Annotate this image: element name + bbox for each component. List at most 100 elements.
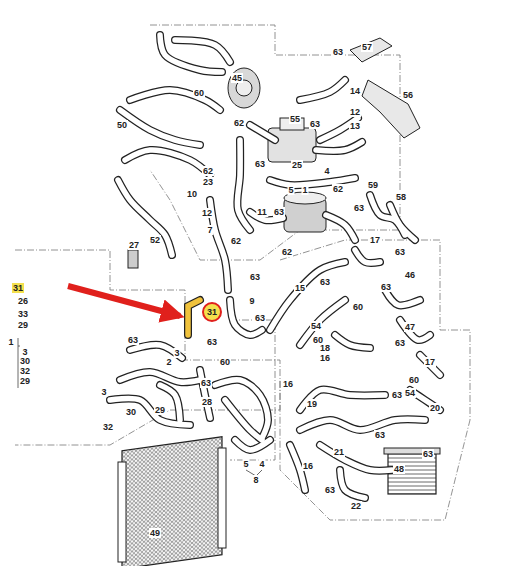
callout-number: 63 [273, 207, 285, 217]
hose-fill [390, 205, 415, 240]
callout-number: 15 [294, 283, 306, 293]
callout-number: 13 [349, 121, 361, 131]
callout-number: 62 [281, 247, 293, 257]
hose-outline [270, 262, 345, 330]
callout-number: 32 [102, 422, 114, 432]
hose-outline [120, 372, 200, 382]
callout-number: 31 [12, 283, 24, 293]
callout-number: 1 [301, 185, 308, 195]
callout-number: 26 [17, 296, 29, 306]
hose-fill [326, 215, 355, 240]
callout-number: 9 [248, 296, 255, 306]
callout-number: 16 [282, 379, 294, 389]
callout-number: 55 [289, 114, 301, 124]
callout-number: 62 [332, 184, 344, 194]
hose-outline [300, 80, 345, 100]
callout-number: 63 [319, 277, 331, 287]
callout-number: 5 [242, 459, 249, 469]
hose-outline [355, 250, 380, 263]
callout-number: 63 [394, 338, 406, 348]
hose-fill [120, 372, 200, 382]
hose-fill [300, 389, 385, 410]
callout-number: 57 [361, 42, 373, 52]
hose-outline [335, 335, 370, 348]
hose-fill [300, 419, 425, 430]
callout-number: 10 [186, 189, 198, 199]
pointer-arrow [68, 286, 180, 316]
callout-number: 47 [404, 322, 416, 332]
callout-number: 4 [323, 166, 330, 176]
callout-number: 63 [324, 485, 336, 495]
callout-number: 3 [100, 387, 107, 397]
hose-outline [320, 445, 392, 471]
callout-number: 63 [254, 159, 266, 169]
callout-number: 16 [302, 461, 314, 471]
callout-number: 63 [200, 378, 212, 388]
parts [118, 38, 440, 566]
callout-number: 56 [402, 90, 414, 100]
callout-number: 45 [231, 73, 243, 83]
callout-number: 63 [249, 272, 261, 282]
callout-number: 63 [309, 119, 321, 129]
callout-number: 4 [258, 459, 265, 469]
hose-fill [320, 445, 392, 471]
callout-number: 30 [125, 407, 137, 417]
highlighted-pipe [188, 300, 200, 335]
callout-number: 11 [256, 207, 268, 217]
callout-number: 63 [332, 47, 344, 57]
hose-outline [300, 389, 385, 410]
callout-number: 63 [374, 430, 386, 440]
callout-number: 63 [353, 203, 365, 213]
callout-number: 60 [193, 88, 205, 98]
callout-number: 54 [404, 388, 416, 398]
callout-number: 29 [17, 320, 29, 330]
callout-number: 7 [206, 225, 213, 235]
callout-number: 63 [391, 390, 403, 400]
hose-outline [118, 180, 172, 255]
hose-fill [250, 125, 275, 140]
callout-number: 63 [127, 335, 139, 345]
hose-fill [130, 345, 182, 358]
hose-fill [237, 140, 250, 230]
hose-fill [118, 180, 172, 255]
callout-number: 46 [404, 270, 416, 280]
hose-fill [125, 150, 210, 175]
callout-number: 20 [429, 403, 441, 413]
callout-number: 58 [395, 192, 407, 202]
hose-fill [420, 355, 440, 375]
callout-number: 63 [394, 247, 406, 257]
group-outline [15, 25, 470, 520]
hose-outline [175, 40, 230, 62]
callout-number: 21 [333, 447, 345, 457]
callout-number: 25 [291, 160, 303, 170]
hose-outline [420, 355, 440, 375]
callout-number: 32 [19, 366, 31, 376]
hose-outline [237, 140, 250, 230]
callout-number: 50 [116, 120, 128, 130]
hose-fill [335, 335, 370, 348]
hose-fill [235, 440, 270, 450]
callout-number: 60 [352, 302, 364, 312]
hose-fill [225, 400, 262, 440]
hose-fill [355, 250, 380, 263]
hose-fill [120, 110, 200, 145]
callout-number: 17 [424, 357, 436, 367]
callout-number: 33 [17, 309, 29, 319]
hose-outline [235, 440, 270, 450]
hose-fill [130, 90, 220, 110]
callout-number: 30 [19, 356, 31, 366]
hose-outline [250, 125, 275, 140]
callout-number: 29 [19, 376, 31, 386]
callout-number: 49 [149, 528, 161, 538]
callout-number: 63 [254, 313, 266, 323]
hose-fill [215, 380, 268, 438]
callout-number: 60 [408, 375, 420, 385]
hose-outline [125, 150, 210, 175]
callout-number: 17 [369, 235, 381, 245]
callout-number: 62 [233, 118, 245, 128]
callout-number: 1 [7, 337, 14, 347]
callout-number: 28 [201, 397, 213, 407]
highlight-circle: 31 [202, 302, 222, 322]
hose-outline [130, 90, 220, 110]
